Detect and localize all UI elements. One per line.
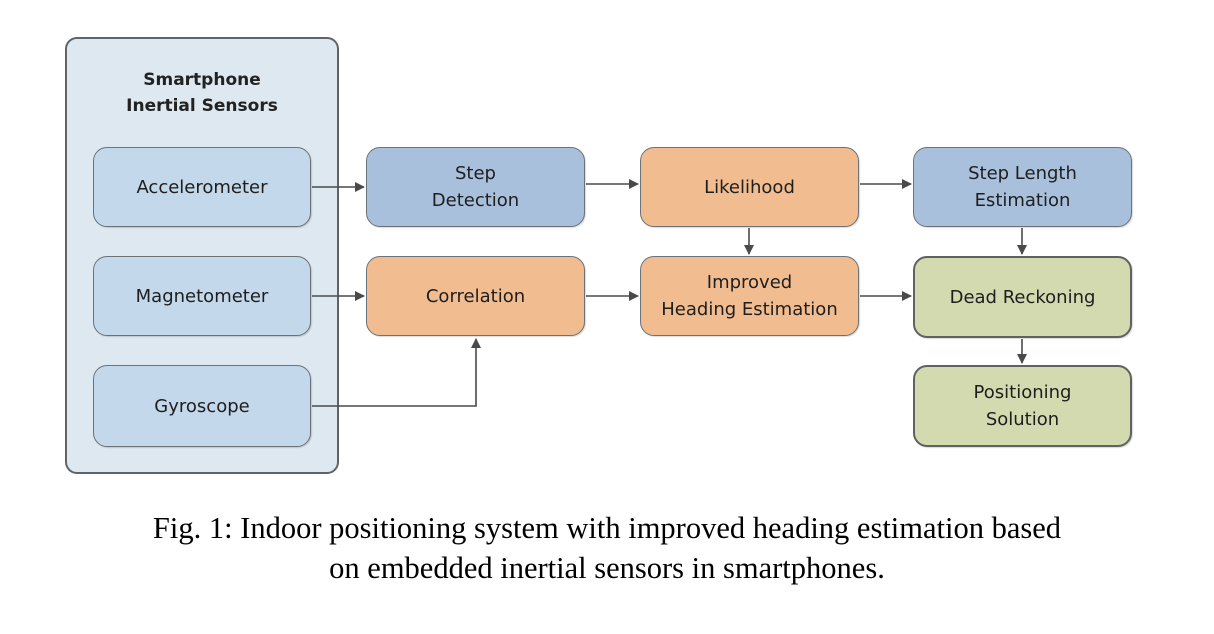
step-length-estimation-node: Step Length Estimation xyxy=(913,147,1132,227)
gyroscope-node: Gyroscope xyxy=(93,365,311,447)
group-title: Smartphone Inertial Sensors xyxy=(126,70,278,116)
figure-caption: Fig. 1: Indoor positioning system with i… xyxy=(152,511,1062,585)
step-detection-node: Step Detection xyxy=(366,147,585,227)
arrow-gyroscope-to-correlation xyxy=(312,338,481,407)
dead-reckoning-node: Dead Reckoning xyxy=(913,256,1132,338)
likelihood-node: Likelihood xyxy=(640,147,859,227)
improved-heading-estimation-node: Improved Heading Estimation xyxy=(640,256,859,336)
positioning-solution-node: Positioning Solution xyxy=(913,365,1132,447)
correlation-node: Correlation xyxy=(366,256,585,336)
magnetometer-node: Magnetometer xyxy=(93,256,311,336)
accelerometer-node: Accelerometer xyxy=(93,147,311,227)
